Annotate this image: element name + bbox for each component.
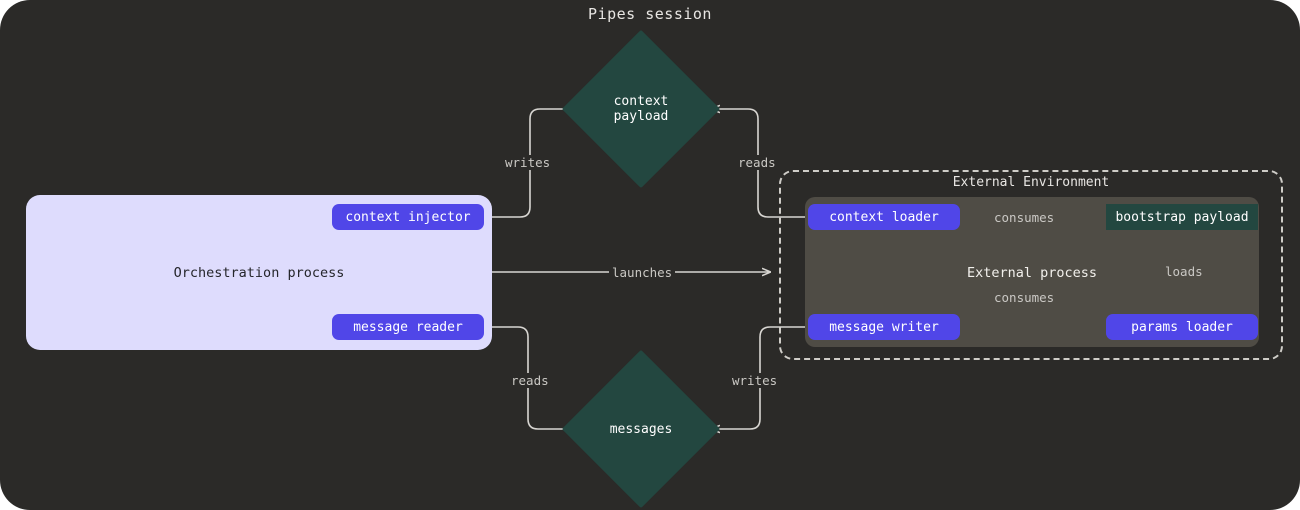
- node-context-injector[interactable]: context injector: [332, 204, 484, 230]
- store-messages-label: messages: [561, 401, 721, 457]
- edge-label-launches: launches: [609, 265, 676, 280]
- page-title: Pipes session: [588, 5, 712, 23]
- store-context-payload-label: context payload: [561, 81, 721, 137]
- edge-label-consumes-writer: consumes: [991, 290, 1058, 305]
- external-environment-boundary: [779, 170, 1283, 360]
- node-params-loader[interactable]: params loader: [1106, 314, 1258, 340]
- node-context-loader[interactable]: context loader: [808, 204, 960, 230]
- edge-label-loads-params: loads: [1162, 264, 1206, 279]
- edge-label-consumes-context: consumes: [991, 210, 1058, 225]
- node-message-writer[interactable]: message writer: [808, 314, 960, 340]
- store-messages-line1: messages: [609, 421, 673, 437]
- edge-label-writes-messages: writes: [729, 373, 781, 388]
- store-context-payload-line2: payload: [613, 109, 669, 124]
- external-process-label: External process: [966, 265, 1098, 281]
- edge-label-reads-messages: reads: [508, 373, 552, 388]
- orchestration-process-label: Orchestration process: [173, 265, 345, 281]
- edge-label-writes-context: writes: [502, 155, 554, 170]
- store-context-payload-line1: context: [613, 94, 669, 109]
- external-environment-label: External Environment: [952, 175, 1110, 190]
- node-bootstrap-payload[interactable]: bootstrap payload: [1106, 204, 1258, 230]
- edge-label-reads-context: reads: [735, 155, 779, 170]
- node-message-reader[interactable]: message reader: [332, 314, 484, 340]
